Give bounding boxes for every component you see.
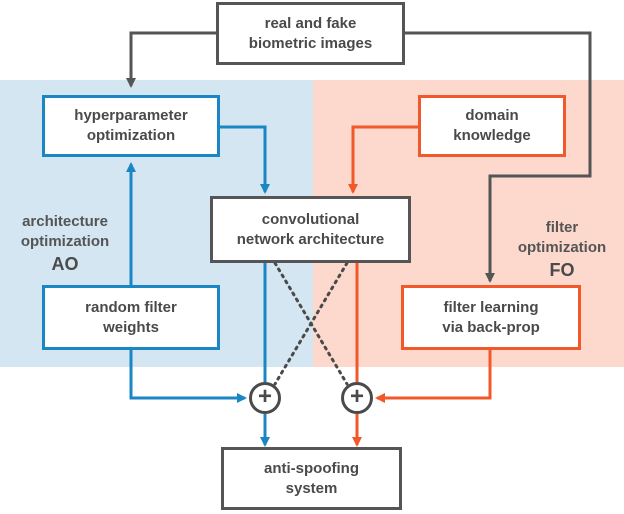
label-architecture-optimization: architecture optimization AO [0, 192, 130, 296]
node-random-filter-weights: random filter weights [42, 285, 220, 350]
node-real-fake-biometric-images: real and fake biometric images [216, 2, 405, 65]
dotted-cross-line-2 [273, 261, 349, 386]
node-filter-learning-backprop: filter learning via back-prop [401, 285, 581, 350]
fo-label-text: filter optimization [517, 219, 607, 256]
node-anti-spoofing-system: anti-spoofing system [221, 447, 402, 510]
adder-right-plus-icon: + [341, 382, 373, 414]
arrow-images-to-backprop [405, 31, 592, 283]
arrow-hyperparam-to-convnet [220, 125, 270, 194]
arrow-backprop-to-adder-right [375, 350, 492, 403]
node-convolutional-network-architecture: convolutional network architecture [210, 196, 411, 263]
arrow-domain-to-convnet [348, 125, 418, 194]
ao-label-text: architecture optimization [20, 213, 110, 250]
label-filter-optimization: filter optimization FO [500, 198, 624, 302]
arrow-random-to-adder-left [129, 350, 247, 403]
node-domain-knowledge: domain knowledge [418, 95, 566, 157]
node-hyperparameter-optimization: hyperparameter optimization [42, 95, 220, 157]
fo-abbreviation: FO [549, 260, 575, 280]
ao-abbreviation: AO [51, 254, 79, 274]
adder-left-plus-icon: + [249, 382, 281, 414]
arrow-images-to-hyperparam [126, 31, 216, 88]
